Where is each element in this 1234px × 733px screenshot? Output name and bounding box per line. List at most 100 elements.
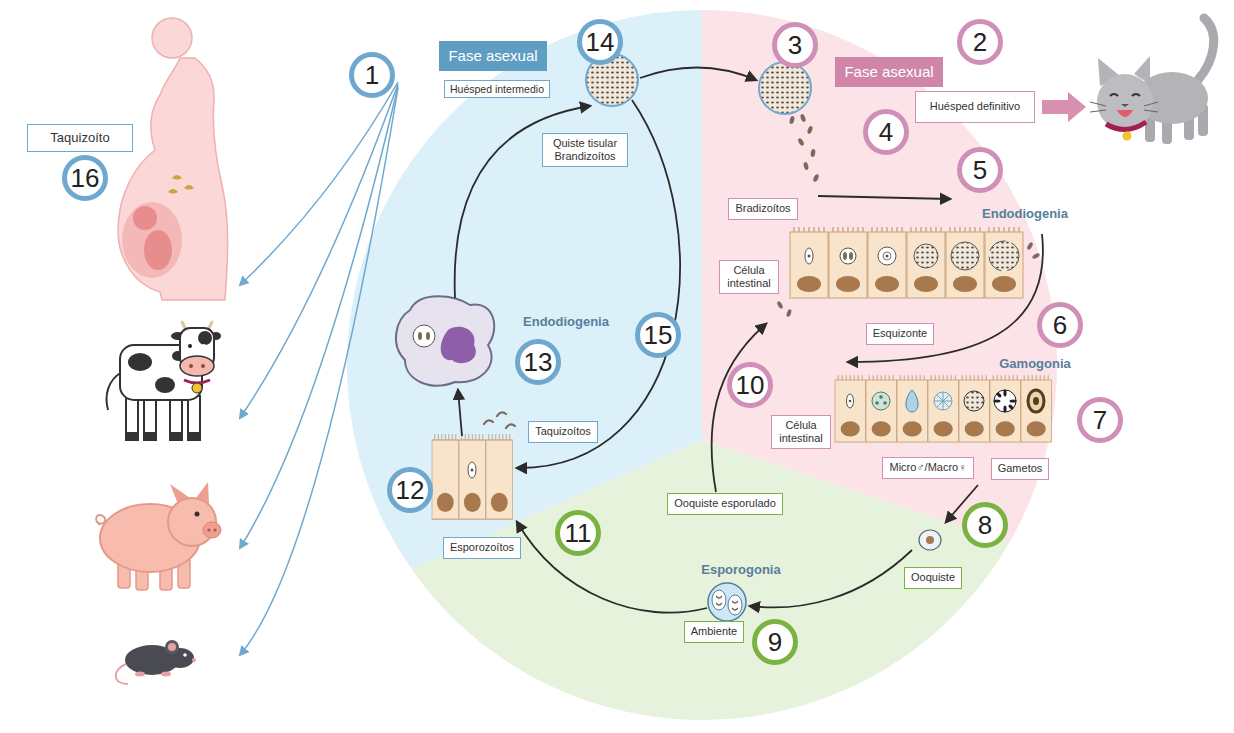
intestinal-cells-endodiogenia — [843, 252, 847, 260]
phase-sectors — [347, 10, 1057, 720]
cycle-arrow — [517, 522, 707, 613]
intestinal-cells-gamogonia — [934, 392, 952, 410]
stage-label-box: Esporozoítos — [443, 537, 521, 558]
cow-illustration — [201, 364, 205, 368]
intestinal-cells-gamogonia — [835, 375, 865, 442]
stage-label-box: Taquizoítos — [528, 421, 598, 442]
cycle-arrow — [712, 324, 766, 492]
callout-ring — [352, 55, 393, 96]
intestinal-cells-sporozoites — [432, 412, 515, 519]
cow-illustration — [144, 396, 156, 440]
pig-illustration — [203, 522, 221, 538]
stage-label-text: Esporozoítos — [450, 541, 514, 554]
callout-ring — [1040, 305, 1081, 346]
intestinal-cells-gamogonia — [934, 392, 952, 410]
mouse-illustration — [116, 640, 196, 684]
callout-number: 6 — [1036, 301, 1084, 349]
stage-label-box: Célula intestinal — [771, 415, 831, 449]
cow-illustration — [180, 356, 214, 376]
callout-ring — [730, 365, 771, 406]
cycle-arrow — [750, 550, 912, 607]
phase-header: Fase asexual — [439, 41, 546, 71]
intestinal-cells-endodiogenia — [951, 242, 979, 270]
callout-ring — [580, 22, 621, 63]
cycle-arrow — [848, 234, 1043, 362]
intestinal-cells-gamogonia — [906, 390, 918, 412]
stage-label-text: Fase asexual — [448, 47, 537, 65]
cycle-arrow — [818, 196, 950, 199]
intestinal-cells-gamogonia — [872, 392, 890, 410]
intestinal-cells-endodiogenia — [914, 244, 938, 268]
macrophage — [413, 325, 435, 347]
cat-illustration — [1123, 132, 1132, 141]
pig-illustration — [213, 528, 216, 531]
intestinal-cells-sporozoites — [432, 434, 459, 519]
intestinal-cells-gamogonia — [994, 390, 1016, 412]
macrophage — [441, 327, 476, 363]
callout-number: 1 — [348, 51, 396, 99]
cow-illustration — [170, 432, 182, 440]
stage-label-text: Huésped definitivo — [930, 100, 1021, 113]
stage-label-box: Esquizonte — [866, 323, 934, 344]
callout-number-text: 10 — [736, 372, 765, 398]
sporulated-oocyst — [708, 583, 746, 621]
host-arrow — [1042, 92, 1086, 122]
cat-illustration — [1090, 18, 1214, 144]
cat-illustration — [1090, 102, 1158, 112]
callout-number: 7 — [1076, 396, 1124, 444]
callout-ring — [390, 470, 431, 511]
callout-number-text: 15 — [644, 322, 673, 348]
intestinal-cells-gamogonia — [996, 392, 1003, 399]
phase-sectors — [347, 10, 702, 569]
phase-header: Fase asexual — [835, 57, 942, 87]
intestinal-cells-gamogonia — [879, 395, 883, 399]
intestinal-cells-sporozoites — [471, 469, 474, 472]
callout-number-text: 9 — [768, 629, 782, 655]
stage-label-box: Huésped intermedio — [444, 80, 550, 99]
oocyst — [919, 530, 941, 550]
intestinal-cells-endodiogenia — [989, 241, 1019, 271]
macrophage — [396, 296, 494, 385]
pregnant-woman-illustration — [133, 206, 157, 230]
callout-number-text: 6 — [1053, 312, 1067, 338]
cow-illustration — [155, 377, 175, 393]
cow-illustration — [126, 432, 138, 440]
cat-illustration — [1110, 94, 1140, 96]
intestinal-cells-gamogonia — [928, 375, 958, 442]
stage-label-text: Célula intestinal — [777, 419, 825, 445]
stage-label-box: Ooquiste esporulado — [667, 493, 783, 514]
cat-illustration — [1106, 122, 1146, 130]
oocyst — [926, 536, 934, 544]
intestinal-cells-gamogonia — [1021, 375, 1051, 442]
callout-number: 14 — [576, 18, 624, 66]
callout-ring — [558, 513, 599, 554]
callout-number-text: 11 — [565, 520, 592, 546]
intestinal-cells-endodiogenia — [805, 248, 813, 264]
intestinal-cells-endodiogenia — [868, 227, 906, 298]
cat-illustration — [1121, 104, 1129, 107]
intestinal-cells-endodiogenia — [829, 227, 867, 298]
process-label: Gamogonia — [999, 356, 1071, 372]
callout-number-text: 3 — [788, 32, 802, 58]
cow-illustration — [188, 344, 192, 348]
intestinal-cells-gamogonia — [835, 375, 1051, 442]
mouse-illustration — [183, 653, 187, 657]
process-label: Endodiogenia — [982, 206, 1068, 222]
callout-number: 12 — [386, 466, 434, 514]
intestinal-cells-endodiogenia — [786, 309, 792, 318]
stage-label-box: Ambiente — [684, 621, 744, 642]
process-label: Esporogonia — [701, 562, 780, 578]
pregnant-woman-illustration — [168, 175, 194, 194]
intestinal-cells-sporozoites — [459, 434, 486, 519]
callout-number-text: 12 — [396, 477, 425, 503]
stage-label-text: Esquizonte — [873, 327, 927, 340]
intestinal-cells-gamogonia — [1010, 399, 1017, 402]
mouse-illustration — [135, 672, 145, 677]
cycle-arrow — [517, 100, 680, 468]
intestinal-cells-gamogonia — [866, 375, 896, 442]
intestinal-cells-gamogonia — [875, 401, 879, 405]
tissue-cyst — [810, 149, 816, 158]
stage-label-box: Quiste tisular Brandizoítos — [542, 133, 628, 167]
tissue-cyst — [807, 125, 814, 134]
